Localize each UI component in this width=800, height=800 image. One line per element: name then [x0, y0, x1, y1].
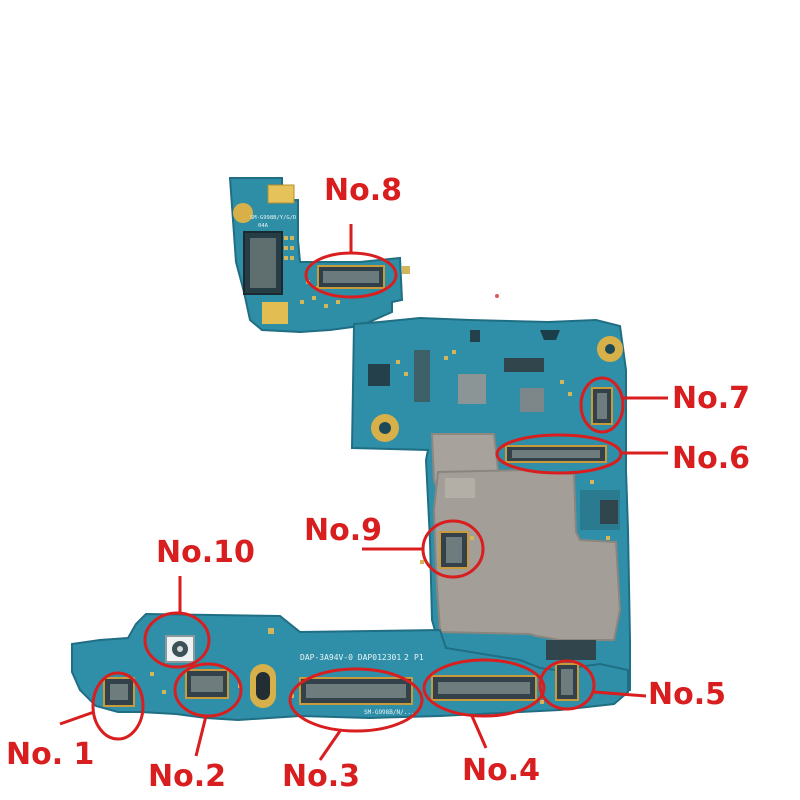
upper-flex-module: SM-G998B/Y/G/D 04A: [228, 177, 410, 334]
leader-lines: [59, 224, 668, 761]
circle-no2: [173, 662, 243, 718]
circle-no10: [143, 611, 211, 669]
circle-no1: [91, 671, 145, 741]
bottom-model-text: SM-G998B/N/...: [364, 709, 415, 716]
top-model-text: SM-G998B/Y/G/D: [250, 215, 296, 221]
label-no10: No.10: [156, 535, 255, 570]
label-no1: No. 1: [6, 737, 95, 772]
circle-no4: [422, 658, 546, 718]
part-suffix-text: P1: [414, 653, 424, 662]
part-number-text: DAP-3A94V-0 DAP012301: [300, 653, 401, 662]
label-no6: No.6: [672, 441, 750, 476]
circle-no3: [288, 667, 424, 733]
label-no8: No.8: [324, 173, 402, 208]
label-no5: No.5: [648, 677, 726, 712]
circle-no7: [579, 376, 625, 434]
speck: [495, 294, 499, 298]
label-no2: No.2: [148, 759, 226, 794]
main-board: [350, 316, 631, 704]
label-no7: No.7: [672, 381, 750, 416]
part-circle-text: 2: [404, 653, 409, 662]
label-no4: No.4: [462, 753, 540, 788]
top-model-sub-text: 04A: [258, 223, 269, 229]
label-no3: No.3: [282, 759, 360, 794]
lower-strip-board: DAP-3A94V-0 DAP012301 2 P1 SM-G998B/N/..…: [71, 612, 629, 722]
circle-no5: [538, 659, 596, 711]
label-no9: No.9: [304, 513, 382, 548]
